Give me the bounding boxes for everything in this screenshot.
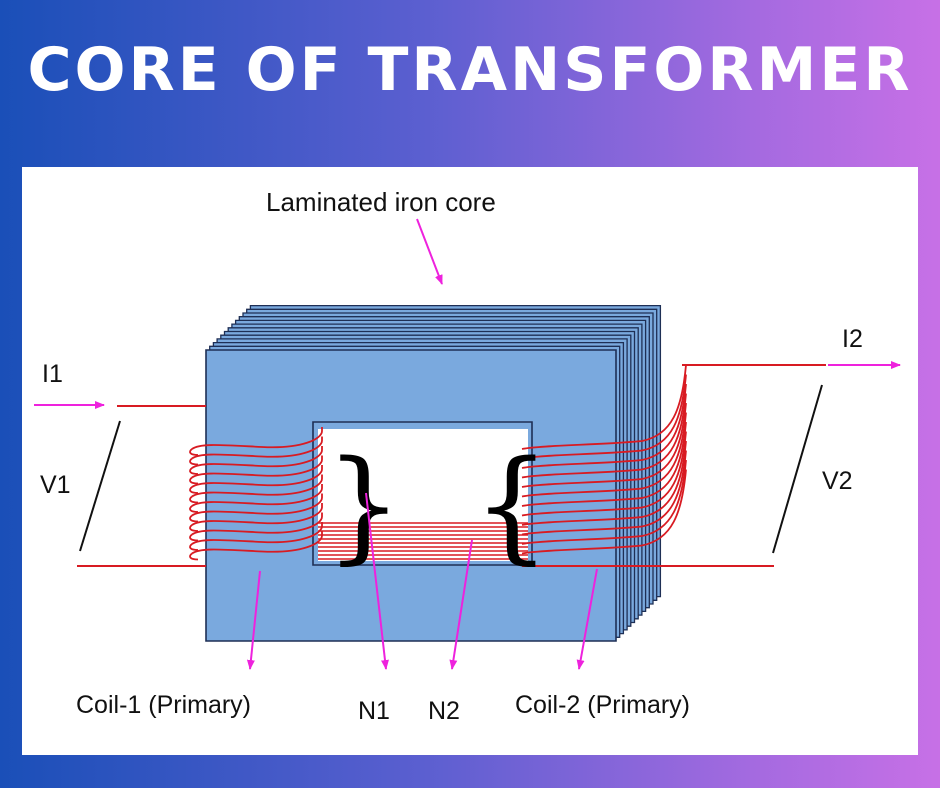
coil-1-turn-edge <box>189 476 199 485</box>
coil2-label: Coil-2 (Primary) <box>515 691 690 719</box>
v1-terminal-line <box>79 420 121 552</box>
core-label: Laminated iron core <box>266 187 496 217</box>
coil-1-turn <box>191 493 323 517</box>
coil-2-turn <box>521 374 687 460</box>
core-label-arrow <box>416 218 443 285</box>
n2-label: N2 <box>428 697 460 725</box>
window-wire-bundle <box>318 522 528 560</box>
coil-1-turn-edge <box>189 448 199 456</box>
coil-2-turn <box>521 450 687 536</box>
coil-2-turn <box>521 421 687 507</box>
coil-2-turn <box>521 469 687 555</box>
coil-1-turn <box>191 455 323 479</box>
coil-2-turn <box>521 459 687 545</box>
i1-label: I1 <box>42 360 63 388</box>
coil-2-turn <box>521 412 687 498</box>
coil-1-windings <box>189 427 323 561</box>
coil-2-turn <box>521 431 687 517</box>
coil-1-turn-edge <box>189 514 199 523</box>
coil-2-windings <box>521 364 687 555</box>
coil2-arrow <box>576 568 598 670</box>
coil-1-turn <box>191 446 323 469</box>
coil-1-turn <box>191 427 323 450</box>
n2-arrow <box>449 539 473 670</box>
coil-1-turn-edge <box>189 533 199 542</box>
n1-arrow <box>365 492 389 670</box>
n2-brace: { <box>473 434 551 576</box>
coil-2-turn <box>521 364 687 450</box>
diagram-panel: } { Laminated iron core I1 I2 V1 V2 Coil… <box>22 167 918 755</box>
coil-1-turn <box>191 512 323 536</box>
coil-2-turn <box>521 402 687 488</box>
coil-1-turn-edge <box>189 495 199 504</box>
coil-1-turn <box>191 522 323 545</box>
coil-1-turn <box>191 484 323 507</box>
coil1-arrow <box>246 570 261 670</box>
coil-1-turn <box>191 503 323 526</box>
v2-terminal-line <box>772 384 823 554</box>
coil-1-turn-edge <box>189 457 199 466</box>
n1-brace: } <box>325 434 403 576</box>
coil-1-turn <box>191 531 323 555</box>
transformer-diagram: } { Laminated iron core I1 I2 V1 V2 Coil… <box>34 187 901 725</box>
coil-1-turn <box>191 465 323 488</box>
v2-label: V2 <box>822 467 853 495</box>
coil-1-turn <box>191 474 323 498</box>
coil-2-turn <box>521 393 687 479</box>
n1-label: N1 <box>358 697 390 725</box>
coil-1-turn-edge <box>189 486 199 494</box>
coil-1-turn-edge <box>189 467 199 475</box>
page-title: CORE OF TRANSFORMER <box>27 35 913 105</box>
lead-wires <box>77 364 826 567</box>
coil-1-turn-edge <box>189 505 199 513</box>
coil-1-turn-edge <box>189 524 199 532</box>
coil-2-turn <box>521 440 687 526</box>
coil1-label: Coil-1 (Primary) <box>76 691 251 719</box>
v1-label: V1 <box>40 471 71 499</box>
i2-label: I2 <box>842 325 863 353</box>
coil-1-turn-edge <box>189 543 199 551</box>
coil-2-turn <box>521 383 687 469</box>
coil-1-turn <box>191 436 323 460</box>
coil-1-turn-edge <box>189 552 199 561</box>
